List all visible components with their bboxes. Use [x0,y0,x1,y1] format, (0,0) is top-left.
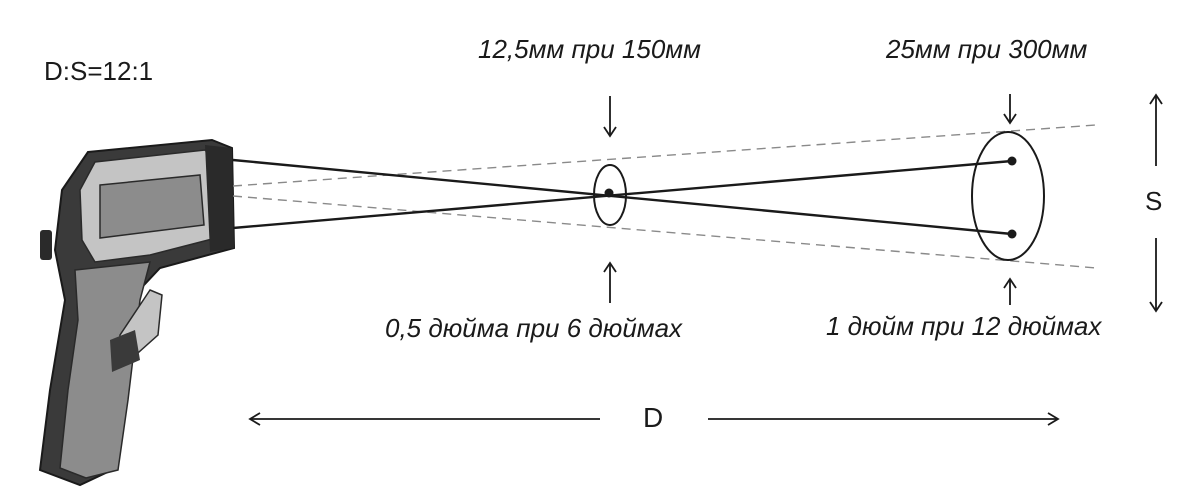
far-spot-dot-lower [1007,229,1017,239]
spot-size-dimension-arrow-icon [1149,93,1163,313]
fov-dashed-upper [232,124,1097,187]
distance-dimension-arrow-icon [248,412,1060,426]
far-spot-dot-upper [1007,156,1017,166]
far-arrow-up-icon [1003,277,1017,305]
far-spot-mm-label: 25мм при 300мм [886,34,1088,64]
ratio-label: D:S=12:1 [44,56,154,86]
beam-lower [232,159,1013,230]
thermometer-gun-illustration [38,138,236,487]
near-arrow-down-icon [603,96,617,138]
near-arrow-up-icon [603,261,617,303]
far-arrow-down-icon [1003,94,1017,125]
beam-upper [232,158,1013,236]
far-spot-ellipse [971,131,1045,261]
spot-size-label: S [1145,186,1163,216]
distance-label: D [643,402,664,433]
near-spot-mm-label: 12,5мм при 150мм [478,34,701,64]
near-spot-ellipse [593,164,627,226]
fov-dashed-lower [232,195,1097,269]
near-spot-inch-label: 0,5 дюйма при 6 дюймах [385,313,683,343]
near-spot-center [604,188,614,198]
far-spot-inch-label: 1 дюйм при 12 дюймах [826,311,1102,341]
